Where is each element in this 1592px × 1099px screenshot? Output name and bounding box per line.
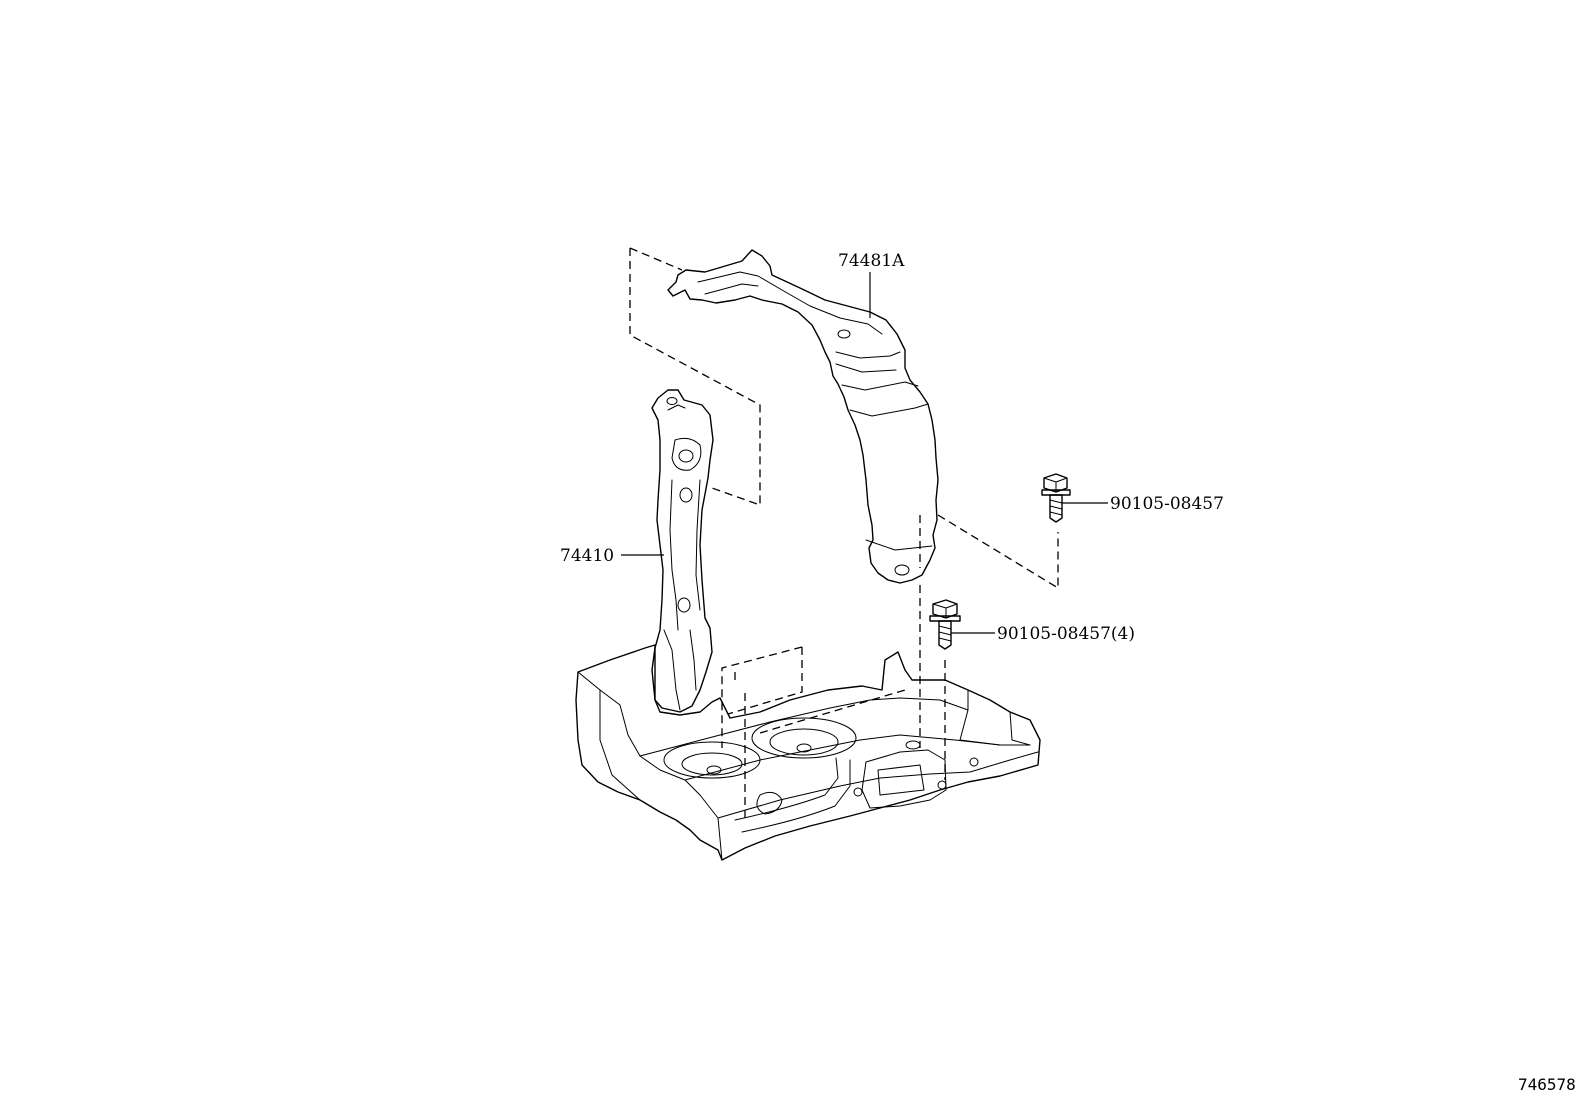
leader-lines	[621, 272, 1108, 634]
bolt-upper-drawing	[1041, 473, 1071, 523]
hold-down-clamp-drawing	[667, 249, 939, 584]
label-90105-08457-qty4: 90105-08457(4)	[997, 624, 1135, 644]
label-74481a: 74481A	[838, 251, 905, 271]
label-74410: 74410	[560, 546, 614, 566]
assembly-lines	[629, 247, 1059, 818]
battery-tray-drawing	[575, 389, 1041, 861]
bolt-lower-drawing	[929, 599, 961, 650]
diagram-number: 746578	[1518, 1075, 1576, 1094]
label-90105-08457: 90105-08457	[1110, 494, 1224, 514]
